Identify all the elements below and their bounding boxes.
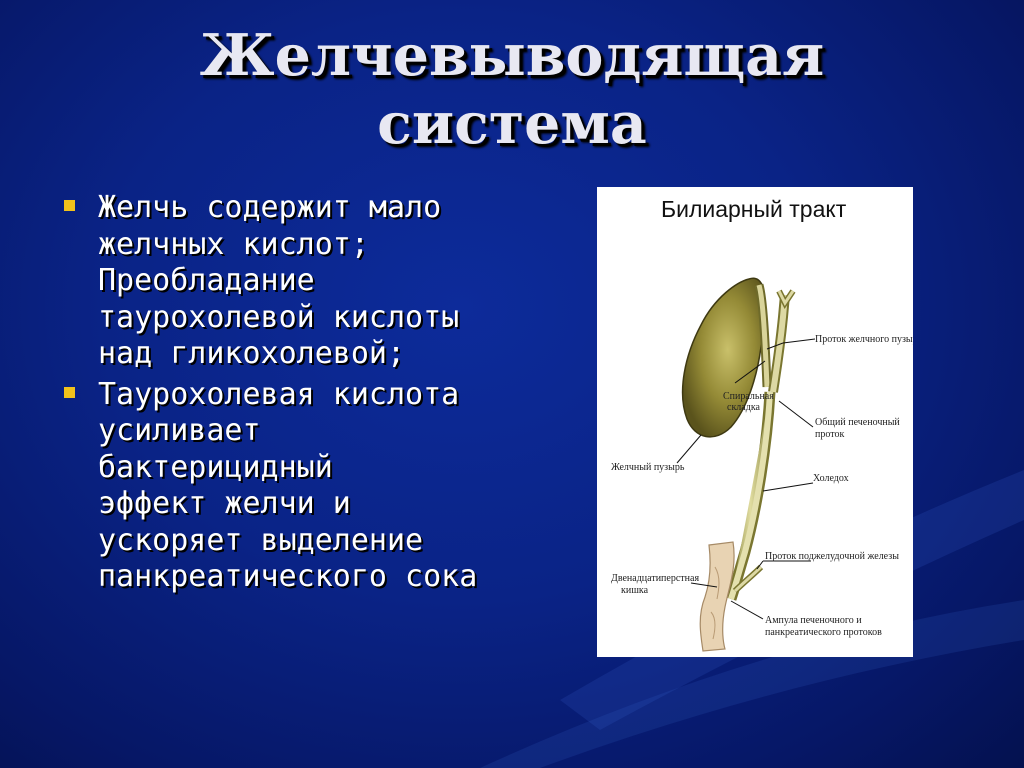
bullet-1-line-4: таурохолевой кислоты — [98, 299, 460, 335]
label-duodenum-1: Двенадцатиперстная — [611, 573, 699, 584]
bullet-2-line-5: ускоряет выделение — [98, 522, 424, 558]
bullet-item-1: Желчь содержит мало желчных кислот; Прео… — [62, 190, 562, 373]
label-gallbladder: Желчный пузырь — [611, 462, 685, 473]
bullet-1-line-5: над гликохолевой; — [98, 336, 406, 371]
slide-title: Желчевыводящая система — [0, 22, 1024, 158]
slide-title-line-2: система — [377, 90, 647, 157]
bullet-item-2: Таурохолевая кислота усиливает бактерици… — [62, 377, 562, 596]
label-choledochus: Холедох — [813, 473, 849, 484]
bullet-1-line-1: Желчь содержит мало — [98, 190, 442, 225]
figure-title: Билиарный тракт — [661, 196, 847, 222]
bullet-2-line-2: усиливает — [98, 413, 261, 448]
bullet-square-icon — [64, 200, 75, 211]
label-ampulla-2: панкреатического протоков — [765, 627, 882, 638]
label-common-hepatic-2: проток — [815, 429, 844, 440]
bullet-list: Желчь содержит мало желчных кислот; Прео… — [62, 190, 562, 600]
bullet-2-line-3: бактерицидный — [98, 449, 333, 485]
bullet-1-line-3: Преобладание — [98, 263, 315, 298]
biliary-tract-diagram: Билиарный тракт — [611, 196, 913, 652]
biliary-tract-figure: Билиарный тракт — [597, 187, 913, 657]
gallbladder-shape — [681, 277, 766, 438]
bullet-2-line-1: Таурохолевая кислота — [98, 376, 460, 412]
bullet-1-line-2: желчных кислот; — [98, 226, 369, 262]
label-ampulla-1: Ампула печеночного и — [765, 615, 862, 626]
label-duodenum-2: кишка — [621, 585, 649, 596]
bullet-square-icon — [64, 386, 75, 398]
bullet-2-line-4: эффект желчи и — [98, 486, 351, 521]
label-common-hepatic-1: Общий печеночный — [815, 417, 900, 428]
label-cystic-duct: Проток желчного пузыря — [815, 334, 913, 345]
label-spiral-fold-1: Спиральная — [723, 391, 774, 402]
leader-lines — [676, 338, 816, 620]
label-pancreatic-duct: Проток поджелудочной железы — [765, 551, 899, 562]
bullet-2-line-6: панкреатического сока — [98, 559, 478, 594]
slide-title-line-1: Желчевыводящая — [199, 22, 825, 89]
label-spiral-fold-2: складка — [727, 402, 761, 413]
